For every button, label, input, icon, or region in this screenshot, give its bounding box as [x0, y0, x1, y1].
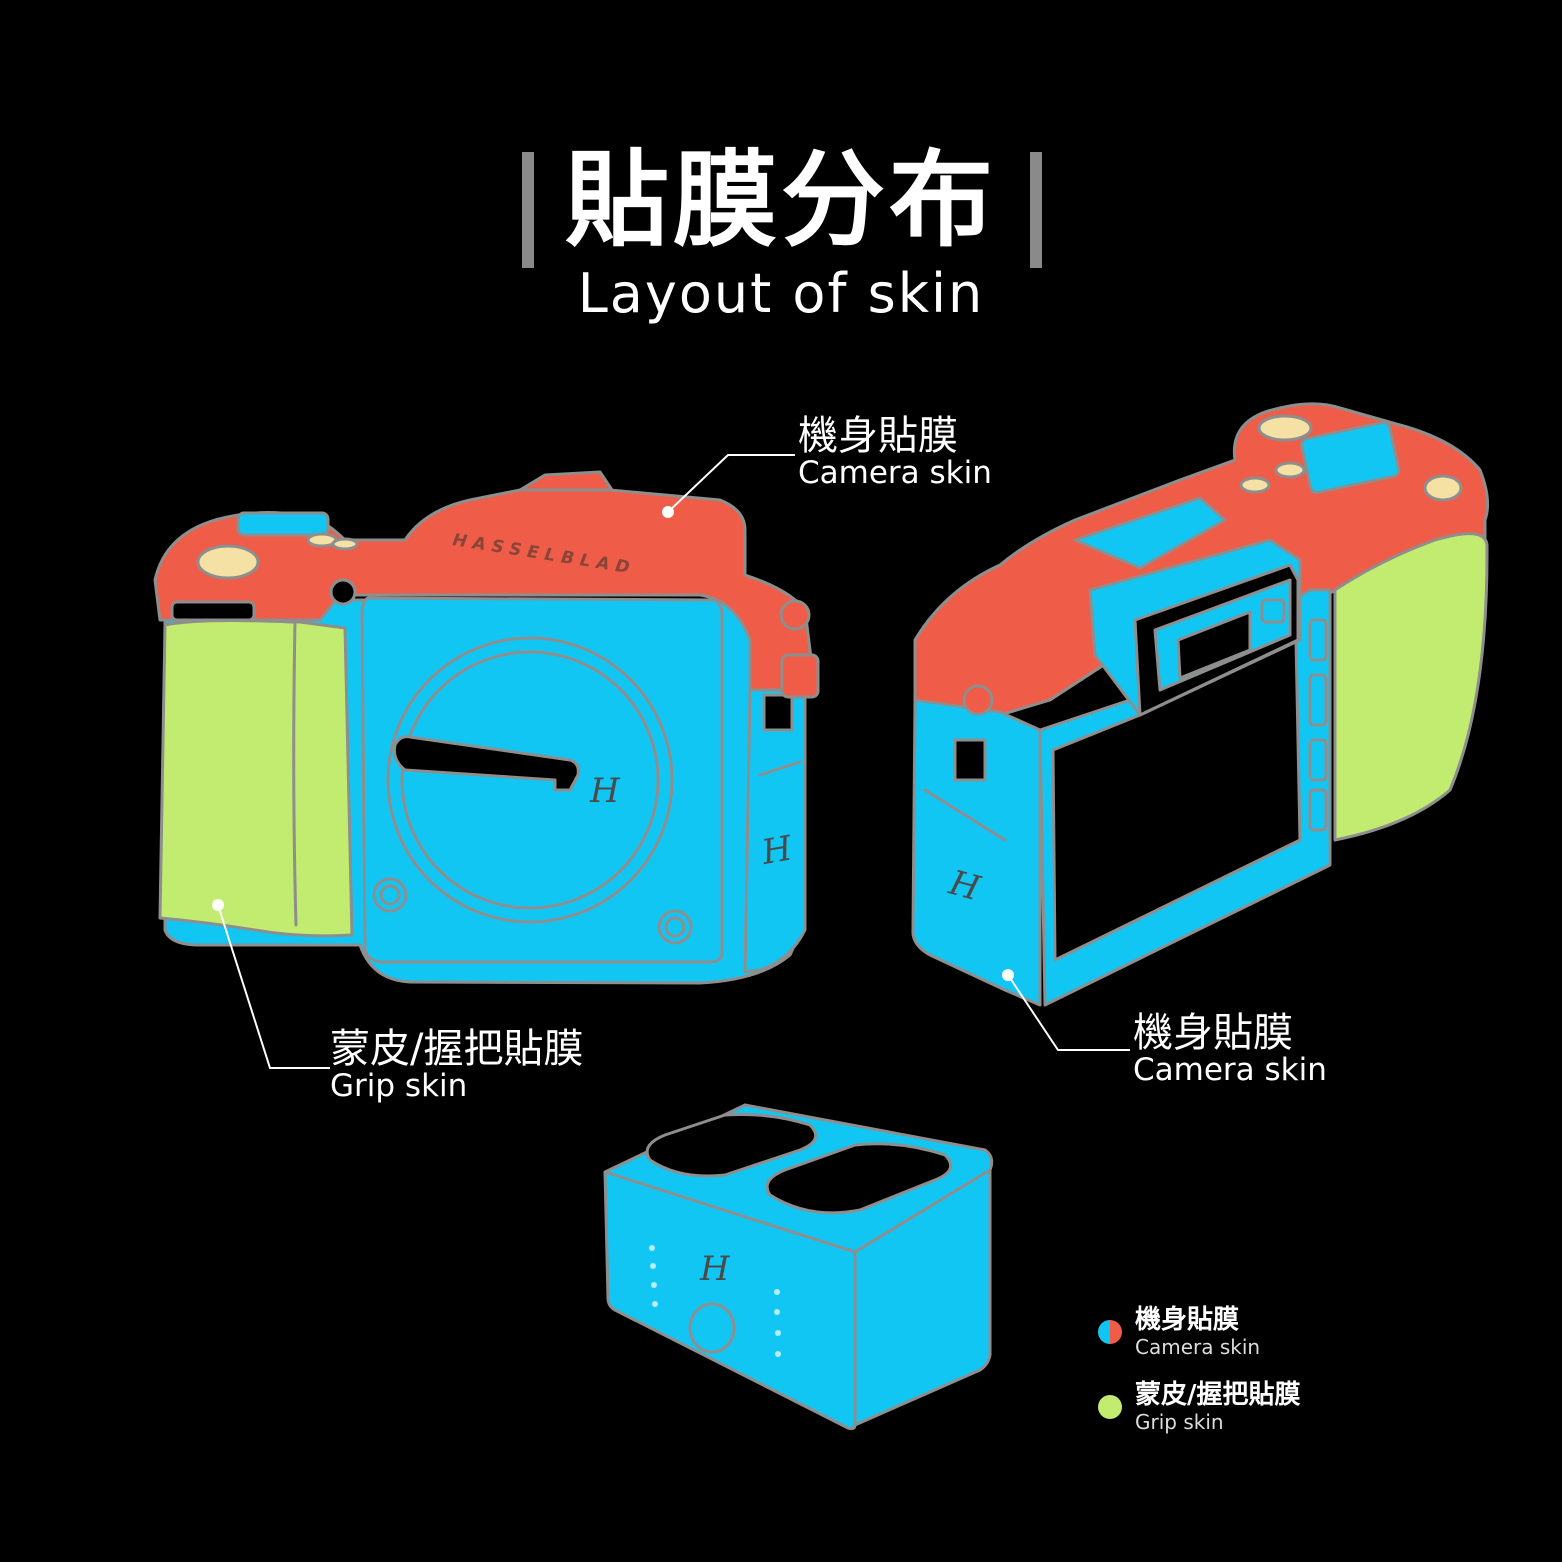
rear-top-dial: [1259, 416, 1311, 440]
charger-power-button: [690, 1304, 734, 1352]
legend-grip-skin: 蒙皮/握把貼膜 Grip skin: [1135, 1380, 1301, 1434]
front-grip: [160, 621, 352, 936]
callout-rear-camera-zh: 機身貼膜: [1133, 1012, 1327, 1054]
front-h-logo: H: [589, 771, 621, 811]
legend-grip-skin-zh: 蒙皮/握把貼膜: [1135, 1380, 1301, 1410]
callout-grip-skin: 蒙皮/握把貼膜 Grip skin: [330, 1028, 583, 1103]
callout-front-camera-en: Camera skin: [798, 457, 992, 490]
charger-h-logo: H: [699, 1249, 731, 1289]
legend-camera-skin-en: Camera skin: [1135, 1335, 1260, 1359]
callout-front-camera-skin: 機身貼膜 Camera skin: [798, 415, 992, 490]
legend-camera-skin-swatch: [1098, 1320, 1122, 1344]
legend-grip-skin-en: Grip skin: [1135, 1410, 1301, 1434]
callout-grip-en: Grip skin: [330, 1070, 583, 1103]
legend-camera-skin: 機身貼膜 Camera skin: [1135, 1305, 1260, 1359]
front-slot: [172, 602, 254, 620]
callout-front-camera-zh: 機身貼膜: [798, 415, 992, 457]
rear-camera: [913, 404, 1488, 1005]
front-strap-lug: [782, 655, 818, 697]
callout-rear-camera-skin: 機身貼膜 Camera skin: [1133, 1012, 1327, 1087]
callout-rear-camera-en: Camera skin: [1133, 1054, 1327, 1087]
front-hotshoe: [520, 472, 612, 490]
front-top-dial: [198, 546, 258, 578]
rear-grip: [1335, 534, 1487, 840]
battery-charger: [605, 1105, 992, 1429]
legend-camera-skin-zh: 機身貼膜: [1135, 1305, 1260, 1335]
front-top-display: [238, 513, 328, 535]
legend-grip-skin-swatch: [1098, 1395, 1122, 1419]
callout-grip-zh: 蒙皮/握把貼膜: [330, 1028, 583, 1070]
